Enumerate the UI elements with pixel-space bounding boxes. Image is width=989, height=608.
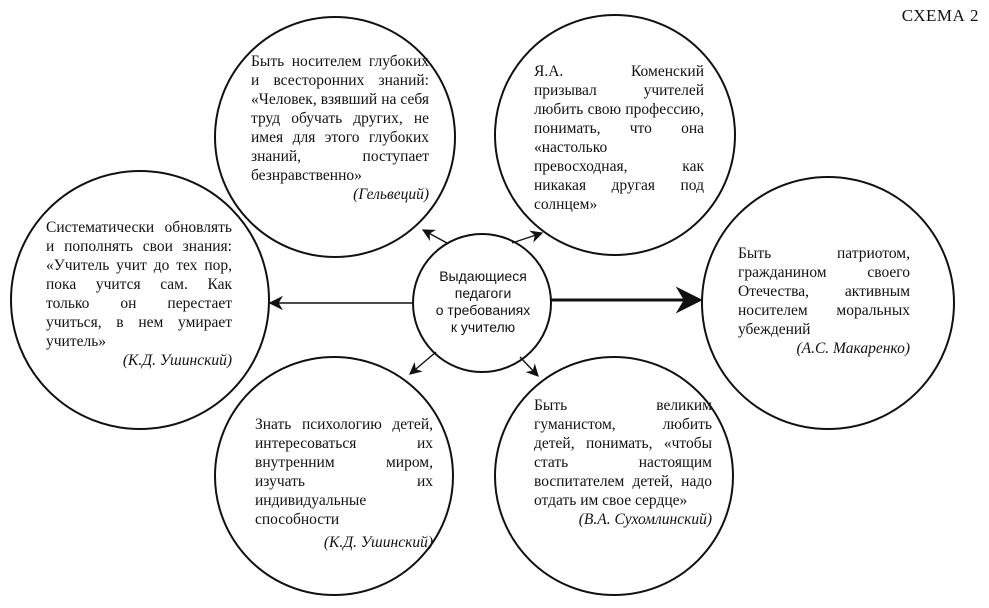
arrow-to-top-left [421, 229, 448, 244]
arrow-to-bottom-left [409, 351, 437, 375]
center-line: о требованиях [435, 302, 531, 318]
node-text: Быть великим гуманистом, любить детей, п… [534, 397, 712, 509]
circle-top-left [214, 16, 456, 258]
node-top-left: Быть носителем глубоких и всесторонних з… [251, 52, 429, 204]
center-line: педагоги [454, 285, 512, 301]
node-bottom-right: Быть великим гуманистом, любить детей, п… [534, 396, 712, 529]
circle-bottom-right [494, 356, 734, 596]
center-node-text: Выдающиеся педагоги о требованиях к учит… [418, 268, 548, 336]
node-top-right: Я.А. Коменский призывал учителей любить … [534, 62, 704, 214]
arrow-to-bottom-right [519, 356, 539, 377]
node-bottom-left: Знать психологию детей, интересоваться и… [255, 415, 433, 552]
node-text: Быть носителем глубоких и всесторонних з… [251, 53, 429, 184]
circle-top-right [494, 14, 736, 256]
center-line: Выдающиеся [439, 268, 527, 284]
node-author: (Гельвеций) [353, 186, 429, 203]
scheme-label: СХЕМА 2 [901, 6, 979, 25]
arrow-to-top-right [511, 230, 544, 244]
node-author: (К.Д. Ушинский) [122, 352, 232, 369]
circle-bottom-left [214, 356, 454, 596]
node-left: Систематически обновлять и пополнять сво… [46, 218, 232, 370]
center-line: к учителю [450, 319, 516, 335]
node-author: (К.Д. Ушинский) [323, 534, 433, 551]
node-text: Знать психологию детей, интересоваться и… [255, 416, 433, 528]
node-author: (В.А. Сухомлинский) [578, 511, 712, 528]
node-right: Быть патриотом, гражданином своего Отече… [738, 244, 910, 358]
node-text: Быть патриотом, гражданином своего Отече… [738, 245, 910, 338]
node-text: Я.А. Коменский призывал учителей любить … [534, 63, 704, 213]
node-author: (А.С. Макаренко) [796, 340, 910, 357]
node-text: Систематически обновлять и пополнять сво… [46, 219, 232, 350]
